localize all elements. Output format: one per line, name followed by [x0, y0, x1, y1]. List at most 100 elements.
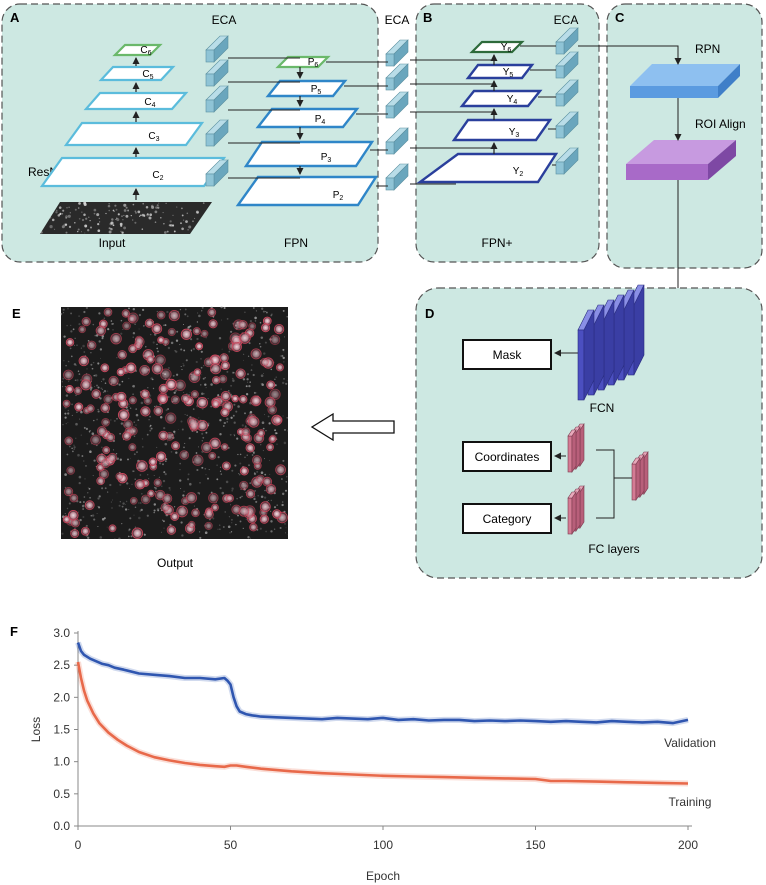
- output-speckle: [267, 415, 270, 418]
- output-speckle: [146, 433, 149, 436]
- output-speckle: [249, 320, 252, 323]
- detected-cell: [115, 472, 124, 481]
- c4-label: C4: [144, 97, 155, 109]
- detected-cell: [155, 451, 167, 462]
- y6-label: Y6: [501, 42, 512, 54]
- output-speckle: [74, 379, 77, 382]
- output-speckle: [264, 489, 266, 492]
- eca-block: [555, 111, 579, 139]
- detected-cell: [208, 492, 219, 504]
- detected-cell: [211, 503, 219, 512]
- panel-f-letter: F: [10, 624, 18, 639]
- input-speckle: [61, 225, 65, 229]
- output-speckle: [79, 518, 82, 522]
- input-speckle: [109, 222, 113, 226]
- input-speckle: [84, 224, 88, 228]
- input-label: Input: [99, 236, 126, 250]
- input-speckle: [97, 222, 100, 226]
- output-speckle: [195, 452, 198, 454]
- output-speckle: [139, 510, 141, 512]
- detected-cell: [70, 529, 80, 538]
- eca-block: [385, 127, 409, 155]
- output-speckle: [134, 506, 137, 508]
- detected-cell: [167, 327, 176, 337]
- output-speckle: [135, 408, 137, 410]
- detected-cell: [151, 323, 163, 334]
- input-speckle: [68, 206, 70, 208]
- output-speckle: [193, 505, 195, 507]
- output-speckle: [157, 509, 160, 512]
- detected-cell: [196, 397, 208, 409]
- output-speckle: [169, 489, 171, 491]
- output-speckle: [83, 426, 86, 429]
- output-speckle: [181, 368, 183, 371]
- output-speckle: [84, 478, 86, 480]
- detected-cell: [191, 508, 200, 518]
- p6-label: P6: [308, 57, 319, 69]
- output-speckle: [60, 314, 63, 316]
- output-speckle: [263, 414, 266, 416]
- output-speckle: [160, 531, 162, 533]
- output-speckle: [190, 349, 193, 351]
- output-speckle: [78, 475, 82, 479]
- output-speckle: [150, 377, 153, 380]
- input-speckle: [61, 212, 64, 215]
- output-speckle: [180, 365, 182, 368]
- y-axis-title: Loss: [29, 717, 43, 742]
- output-speckle: [77, 453, 80, 457]
- detected-cell: [122, 321, 131, 331]
- p-pyramid: [235, 55, 379, 207]
- output-speckle: [250, 537, 251, 539]
- output-speckle: [93, 518, 96, 521]
- output-speckle: [89, 429, 91, 432]
- output-speckle: [141, 445, 144, 448]
- detected-cell: [220, 360, 230, 371]
- detected-cell: [153, 406, 164, 416]
- detected-cell: [156, 310, 166, 320]
- input-speckle: [163, 231, 167, 234]
- input-speckle: [186, 212, 189, 215]
- output-speckle: [165, 409, 168, 412]
- detected-cell: [235, 368, 246, 379]
- detected-cell: [80, 379, 92, 391]
- output-speckle: [207, 422, 210, 425]
- input-speckle: [116, 218, 120, 222]
- output-speckle: [78, 373, 81, 375]
- detected-cell: [264, 396, 276, 408]
- output-speckle: [138, 502, 140, 504]
- output-speckle: [284, 489, 288, 492]
- output-speckle: [217, 456, 220, 459]
- input-speckle: [163, 223, 165, 225]
- eca-block: [205, 85, 229, 113]
- input-speckle: [83, 201, 87, 205]
- output-speckle: [282, 356, 285, 360]
- input-speckle: [109, 227, 112, 230]
- output-speckle: [99, 397, 102, 400]
- detected-cell: [103, 394, 113, 404]
- output-speckle: [125, 504, 127, 505]
- output-speckle: [156, 343, 158, 346]
- c2-label: C2: [152, 170, 163, 182]
- input-speckle: [99, 221, 101, 223]
- output-speckle: [153, 511, 155, 514]
- output-speckle: [89, 450, 92, 453]
- detected-cell: [193, 368, 202, 376]
- output-speckle: [201, 310, 203, 312]
- output-speckle: [91, 367, 94, 370]
- detected-cell: [269, 388, 281, 401]
- detected-cell: [69, 493, 79, 503]
- detected-cell: [62, 399, 71, 408]
- detected-cell: [266, 443, 274, 452]
- p5-label: P5: [311, 84, 322, 96]
- detected-cell: [261, 323, 271, 333]
- input-speckle: [149, 213, 153, 217]
- output-speckle: [265, 311, 267, 313]
- output-speckle: [233, 403, 236, 406]
- output-speckle: [254, 490, 256, 492]
- input-speckle: [112, 209, 115, 212]
- output-speckle: [274, 432, 277, 435]
- output-speckle: [92, 323, 95, 326]
- output-speckle: [154, 486, 156, 489]
- output-speckle: [285, 532, 287, 534]
- output-speckle: [241, 495, 243, 498]
